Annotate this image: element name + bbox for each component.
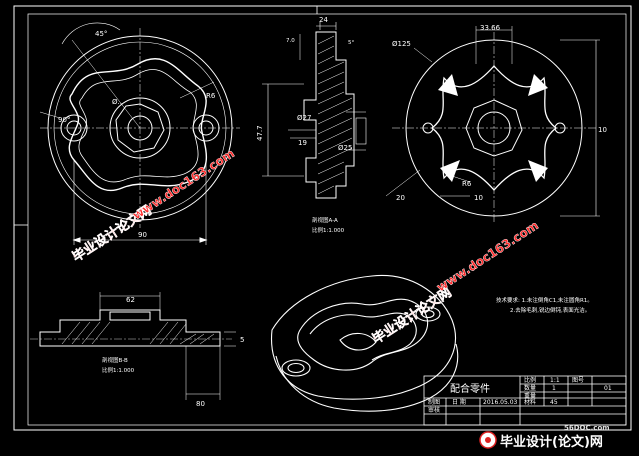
section-right-note: 5° — [348, 40, 354, 46]
title-qty-value: 1 — [552, 385, 556, 392]
footer-logo: 56DOC.com 毕业设计(论文)网 — [479, 424, 610, 450]
right-view-radius-label: R6 — [462, 180, 472, 188]
footer-site: 56DOC.com — [564, 424, 610, 432]
section-bb-caption-name: 剖视图B-B — [102, 356, 128, 364]
section-height-label: 47.7 — [256, 125, 264, 141]
tech-note-1: 技术要求: 1.未注倒角C1,未注圆角R1。 — [496, 296, 593, 304]
title-material-value: 01 — [604, 385, 612, 392]
inner-border — [27, 13, 627, 426]
section-bb-caption-scale: 比例1:1.000 — [102, 366, 135, 374]
title-page-label: 材料 — [524, 398, 536, 406]
footer-brand: 毕业设计(论文)网 — [500, 434, 603, 450]
title-date-value: 2016.05.03 — [483, 399, 518, 406]
right-view-top-width-label: 33.66 — [480, 24, 501, 32]
right-view — [385, 26, 600, 224]
right-view-diameter-label: Ø125 — [392, 40, 411, 48]
outer-border — [13, 5, 632, 431]
title-checker-label: 审核 — [428, 406, 440, 414]
top-view-angle2-label: 90° — [58, 116, 70, 124]
top-view-radius-label: R6 — [206, 92, 216, 100]
title-ratio-value: 1:1 — [550, 377, 560, 384]
section-bb-base-width-label: 80 — [196, 400, 205, 408]
title-block — [423, 375, 627, 426]
right-view-side-a-label: 20 — [396, 194, 405, 202]
section-bb-width-label: 62 — [126, 296, 135, 304]
top-view-width-label: 90 — [138, 231, 147, 239]
title-part-name: 配合零件 — [450, 382, 490, 395]
section-top-width-label: 24 — [319, 16, 328, 24]
section-view-bb — [30, 292, 236, 400]
section-dia-b-label: Ø25 — [338, 144, 352, 152]
section-caption-scale: 比例1:1.000 — [312, 226, 345, 234]
isometric-view — [271, 274, 459, 412]
section-caption-name: 剖视图A-A — [312, 216, 338, 224]
title-qty-label: 数量 — [524, 384, 536, 392]
right-view-side-b-label: 10 — [474, 194, 483, 202]
tech-note-2: 2.去除毛刺,锐边倒钝,表面光洁。 — [510, 306, 590, 314]
section-dia-a-label: Ø27 — [297, 114, 311, 122]
title-weight-label: 重量 — [524, 392, 536, 400]
top-view-angle-label: 45° — [95, 30, 107, 38]
title-material-label: 图号 — [572, 377, 584, 384]
right-view-height-label: 10 — [598, 126, 607, 134]
top-view — [39, 22, 240, 245]
section-bb-height-label: 5 — [240, 336, 244, 344]
section-view-aa — [262, 22, 367, 199]
title-date-label: 日 期 — [452, 398, 466, 406]
section-top-note: 7.0 — [286, 38, 295, 44]
title-page-value: 45 — [550, 399, 558, 406]
top-view-slot-label: Ø.. — [112, 98, 122, 106]
title-ratio-label: 比例 — [524, 376, 536, 384]
section-depth-label: 19 — [298, 139, 307, 147]
title-designer-label: 制图 — [428, 398, 440, 406]
